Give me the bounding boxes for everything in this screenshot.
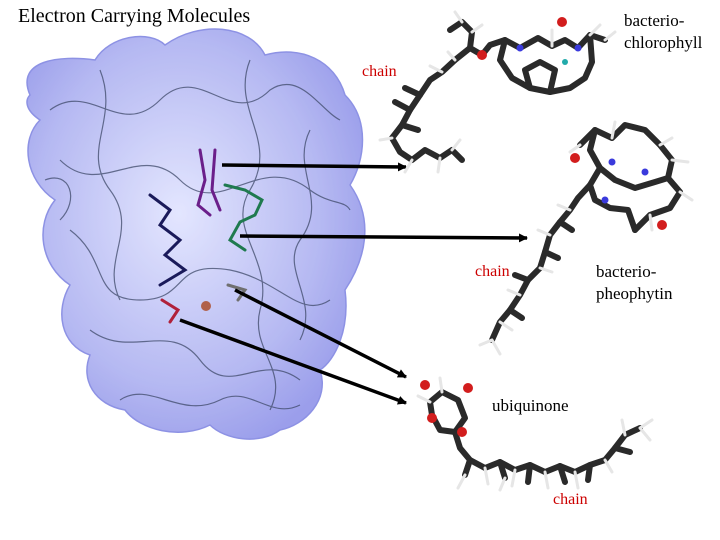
page-title: Electron Carrying Molecules: [18, 5, 250, 28]
bacteriochlorophyll-label-line2: chlorophyll: [624, 33, 702, 53]
arrow-to-bacteriochlorophyll: [222, 165, 406, 167]
ubiquinone-molecule: [418, 378, 652, 490]
protein-structure: [27, 29, 365, 439]
bacteriochlorophyll-label-line1: bacterio-: [624, 11, 684, 31]
chain-label-bacteriopheophytin: chain: [475, 263, 510, 281]
chain-label-ubiquinone: chain: [553, 491, 588, 509]
arrow-to-bacteriopheophytin: [240, 236, 527, 238]
bacteriopheophytin-label-line1: bacterio-: [596, 262, 656, 282]
bacteriopheophytin-label-line2: pheophytin: [596, 284, 673, 304]
bacteriochlorophyll-molecule: [380, 12, 615, 172]
ubiquinone-label: ubiquinone: [492, 396, 569, 416]
chain-label-bacteriochlorophyll: chain: [362, 63, 397, 81]
